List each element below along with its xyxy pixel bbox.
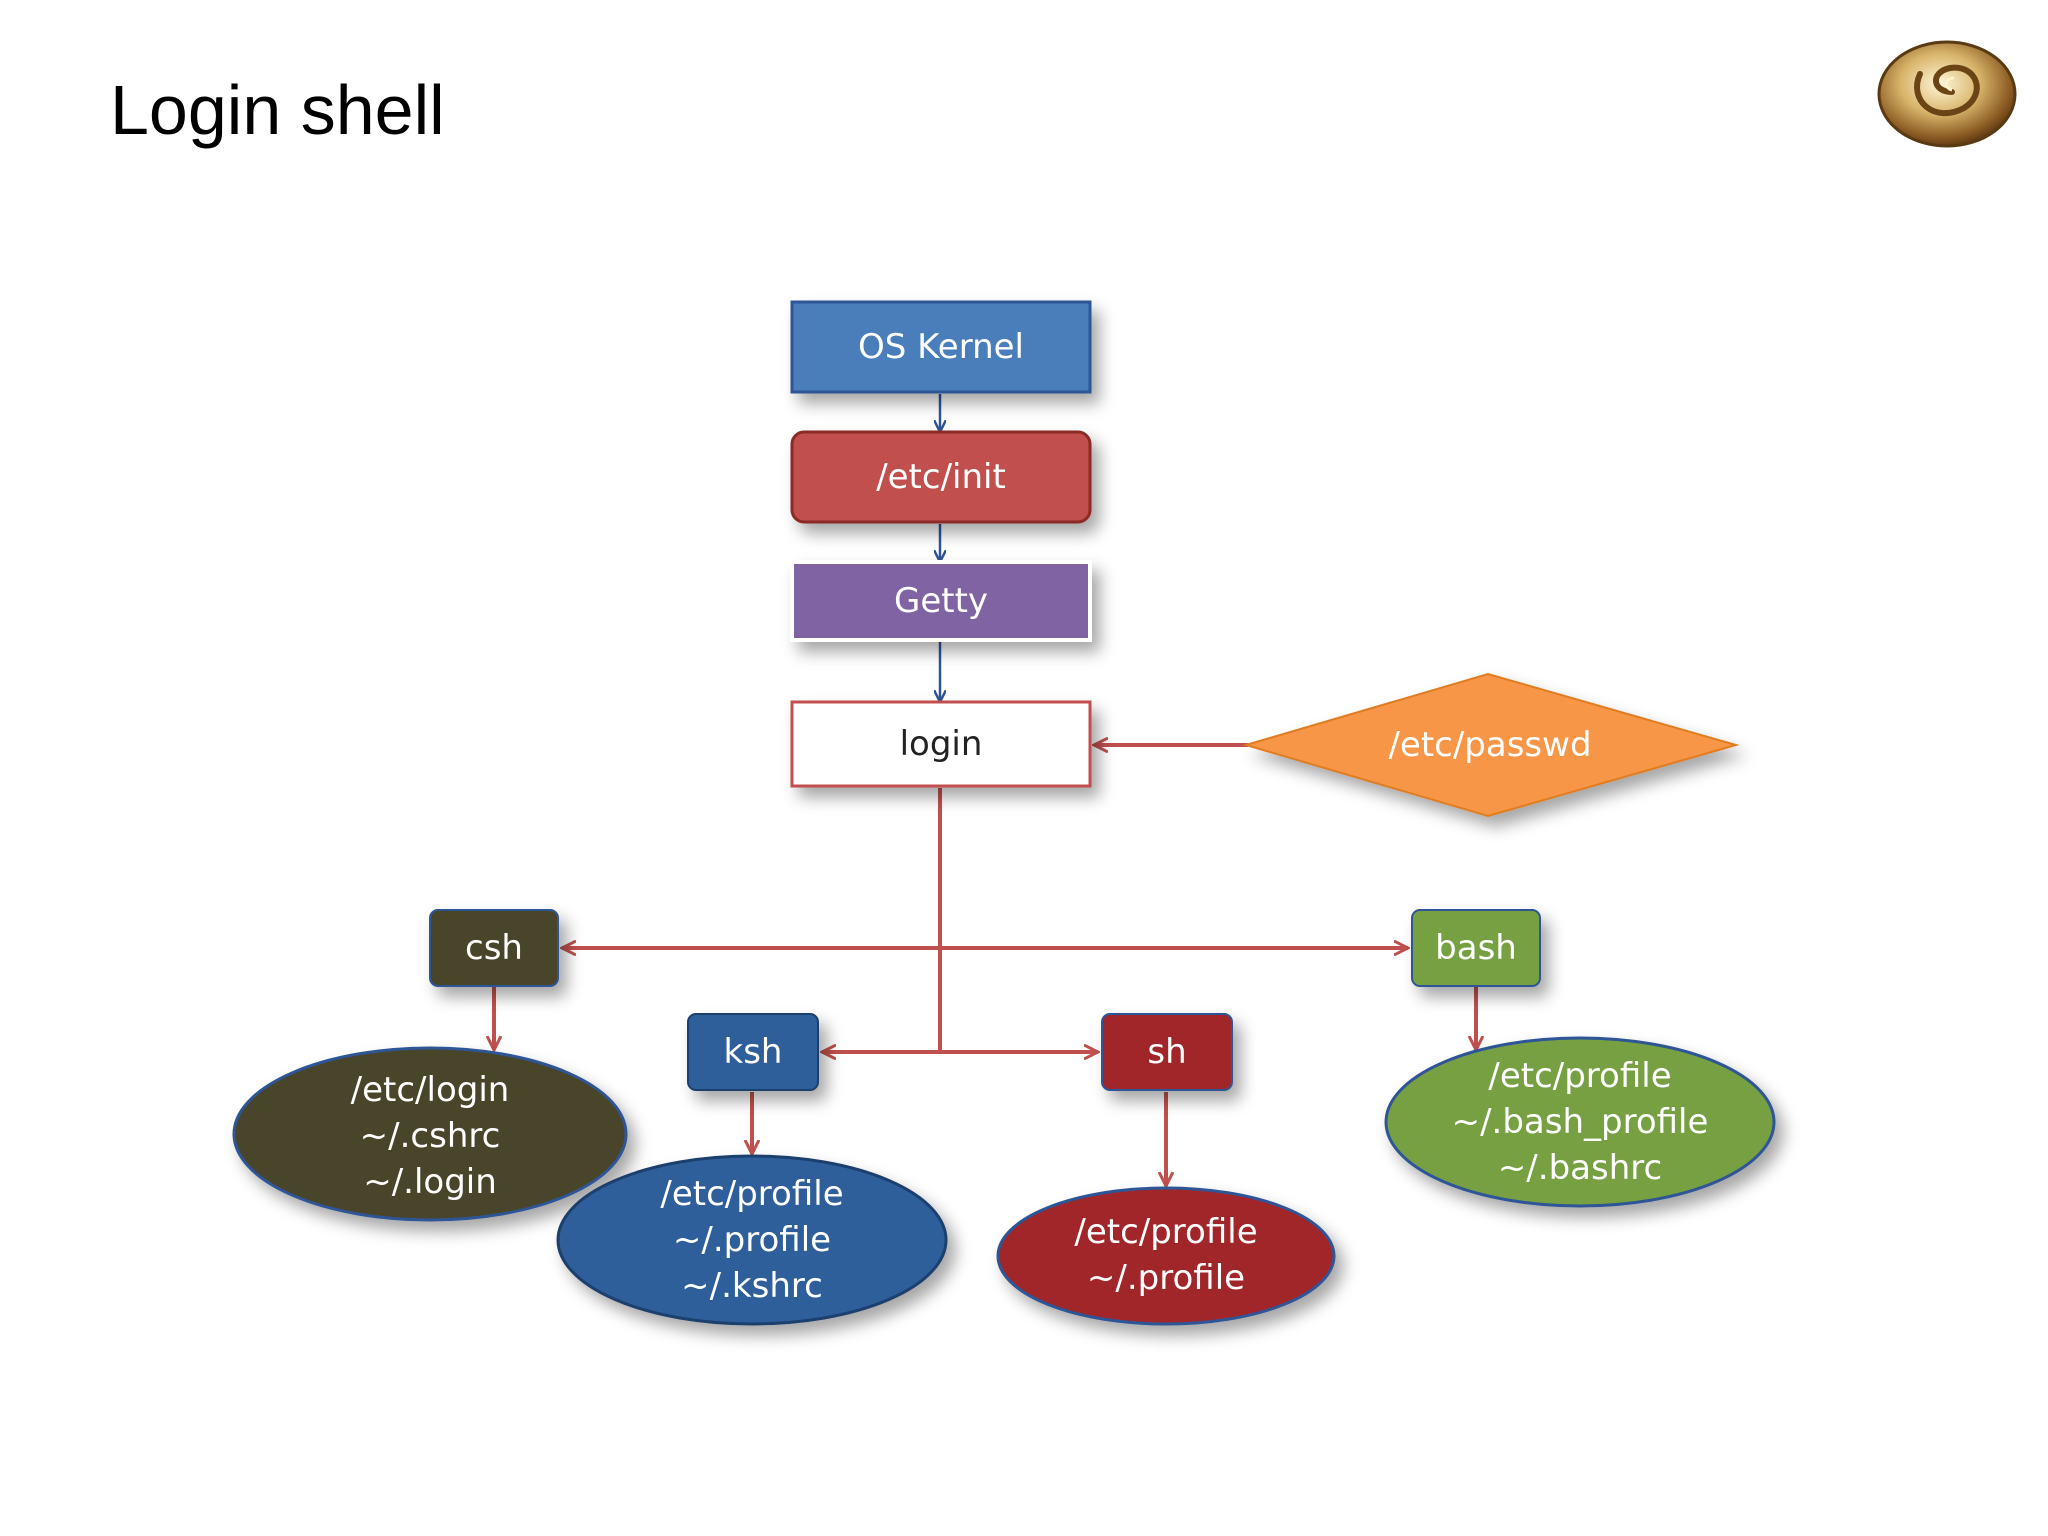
node-ksh: ksh bbox=[687, 1013, 819, 1091]
node-os-kernel-label: OS Kernel bbox=[858, 327, 1024, 367]
config-ksh: /etc/profile ~/.profile ~/.kshrc bbox=[556, 1154, 948, 1326]
config-csh-line-2: ~/.cshrc bbox=[360, 1116, 501, 1156]
node-sh: sh bbox=[1101, 1013, 1233, 1091]
node-sh-label: sh bbox=[1147, 1032, 1186, 1072]
config-ksh-line-1: /etc/profile bbox=[660, 1174, 843, 1214]
config-csh-line-3: ~/.login bbox=[363, 1162, 497, 1202]
node-csh: csh bbox=[429, 909, 559, 987]
slide-title: Login shell bbox=[110, 71, 445, 149]
config-sh-line-1: /etc/profile bbox=[1074, 1212, 1257, 1252]
config-bash-line-3: ~/.bashrc bbox=[1498, 1148, 1662, 1188]
node-os-kernel: OS Kernel bbox=[790, 300, 1092, 394]
config-bash-line-1: /etc/profile bbox=[1488, 1056, 1671, 1096]
config-bash-line-2: ~/.bash_profile bbox=[1452, 1102, 1709, 1142]
connectors bbox=[494, 394, 1476, 1186]
node-bash-label: bash bbox=[1435, 928, 1517, 968]
node-etc-init: /etc/init bbox=[790, 430, 1092, 524]
node-ksh-label: ksh bbox=[724, 1032, 783, 1072]
node-getty: Getty bbox=[790, 560, 1092, 642]
node-csh-label: csh bbox=[465, 928, 523, 968]
config-ksh-line-2: ~/.profile bbox=[673, 1220, 831, 1260]
node-bash: bash bbox=[1411, 909, 1541, 987]
node-getty-label: Getty bbox=[894, 581, 988, 621]
node-login-label: login bbox=[900, 724, 983, 764]
node-etc-passwd: /etc/passwd bbox=[1242, 672, 1740, 818]
config-csh: /etc/login ~/.cshrc ~/.login bbox=[232, 1046, 628, 1222]
node-etc-passwd-label: /etc/passwd bbox=[1388, 725, 1591, 765]
config-ksh-line-3: ~/.kshrc bbox=[681, 1266, 823, 1306]
config-csh-line-1: /etc/login bbox=[351, 1070, 510, 1110]
node-login: login bbox=[790, 700, 1092, 788]
config-sh-line-2: ~/.profile bbox=[1087, 1258, 1245, 1298]
node-etc-init-label: /etc/init bbox=[876, 457, 1006, 497]
config-bash: /etc/profile ~/.bash_profile ~/.bashrc bbox=[1384, 1036, 1776, 1208]
shell-logo-icon bbox=[1877, 40, 2017, 148]
config-sh: /etc/profile ~/.profile bbox=[996, 1186, 1336, 1326]
